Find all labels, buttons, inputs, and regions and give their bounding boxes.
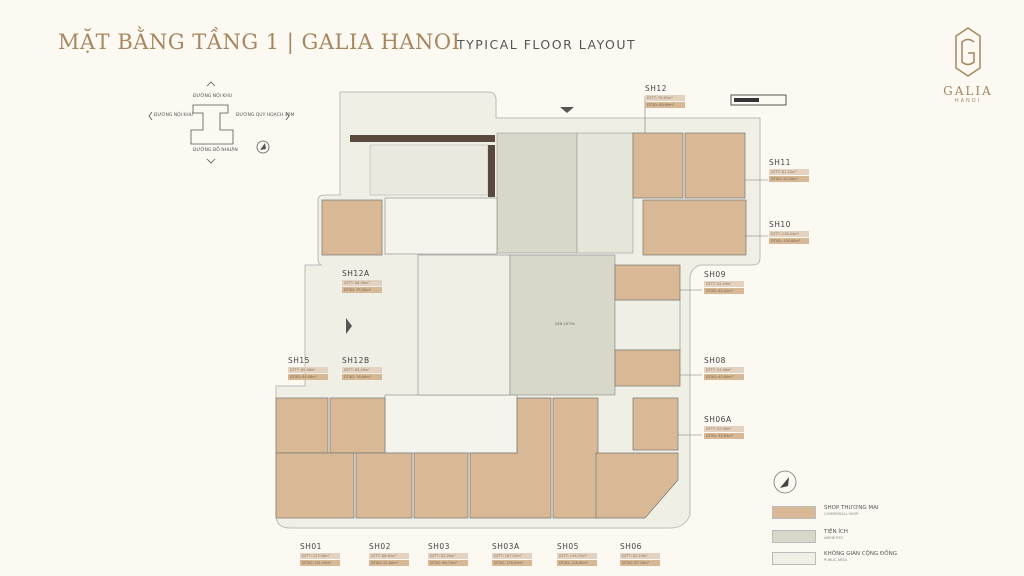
direction-north: ĐƯỜNG NỘI KHU xyxy=(193,94,233,99)
amenity-lobby xyxy=(496,132,578,254)
logo-mark-icon xyxy=(955,27,981,77)
compass-icon xyxy=(773,470,797,494)
arrow-right-icon xyxy=(285,111,290,121)
gallery xyxy=(417,254,511,396)
shop-sh06 xyxy=(595,452,679,519)
page-subtitle: TYPICAL FLOOR LAYOUT xyxy=(457,37,637,52)
direction-east: ĐƯỜNG QUY HOẠCH 40M xyxy=(236,113,295,118)
courtyard xyxy=(509,254,616,396)
corridor-right xyxy=(614,299,681,351)
compass-icon xyxy=(256,140,270,154)
shop-sh03a xyxy=(469,397,552,519)
shop-sh15 xyxy=(275,397,329,454)
amenity-lobby-2 xyxy=(576,132,634,254)
direction-south: ĐƯỜNG ĐỖ NHUẬN xyxy=(193,148,238,153)
courtyard-label: SÂN VƯỜN xyxy=(555,322,575,326)
arrow-up-icon xyxy=(206,81,216,87)
shop-sh12a xyxy=(321,199,383,256)
shop-sh06a xyxy=(632,397,679,451)
shop-sh05 xyxy=(552,397,599,519)
logo-name: GALIA xyxy=(943,84,993,98)
shop-sh12 xyxy=(632,132,684,199)
shop-sh09 xyxy=(614,264,681,301)
core-top xyxy=(384,197,498,255)
site-outline xyxy=(190,104,234,145)
logo-sub: HANOI xyxy=(954,98,982,104)
shop-sh10 xyxy=(642,199,747,256)
shop-sh12b xyxy=(329,397,386,454)
direction-west: ĐƯỜNG NỘI KHU xyxy=(154,113,194,118)
shop-sh02 xyxy=(355,452,413,519)
arrow-left-icon xyxy=(148,111,153,121)
site-key-map xyxy=(148,81,797,494)
galia-logo: GALIA HANOI xyxy=(940,26,996,104)
arrow-down-icon xyxy=(206,158,216,164)
shop-sh03 xyxy=(413,452,469,519)
shop-sh11 xyxy=(684,132,746,199)
shop-sh01 xyxy=(275,452,355,519)
shop-sh08 xyxy=(614,349,681,387)
page-title: MẶT BẰNG TẦNG 1 | GALIA HANOI xyxy=(58,30,461,54)
core-bottom xyxy=(384,394,518,454)
